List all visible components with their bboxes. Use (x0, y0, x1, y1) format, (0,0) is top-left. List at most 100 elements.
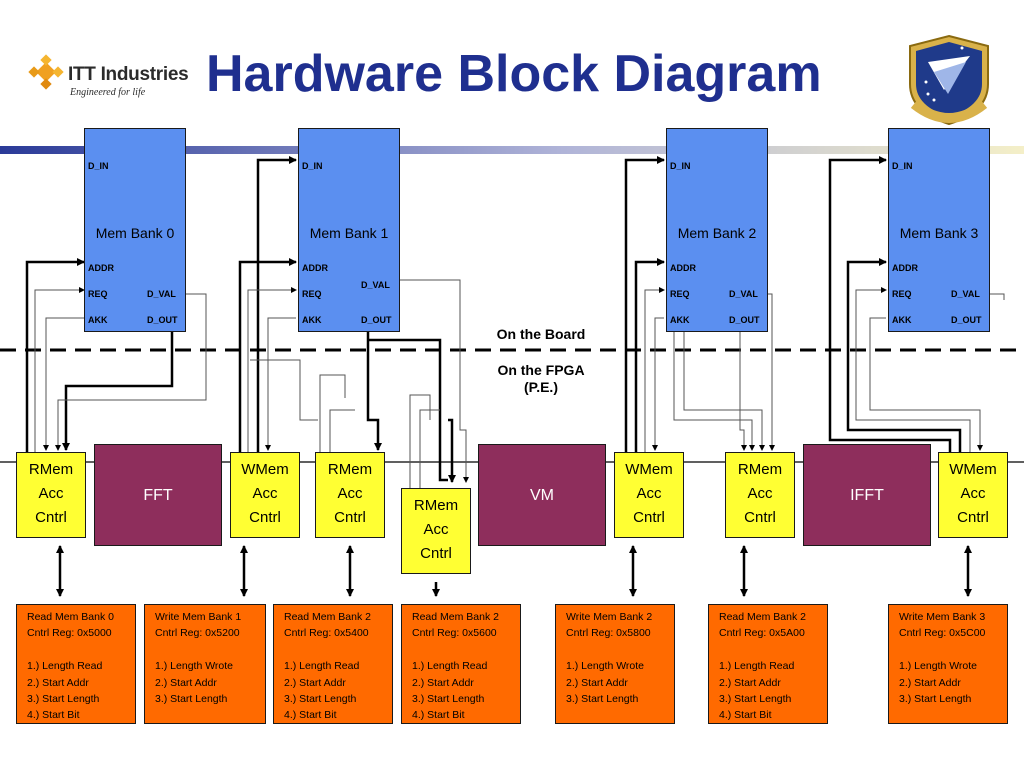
reg-item: 4.) Start Bit (719, 709, 772, 722)
mem-bank-akk-label: AKK (670, 315, 690, 325)
reg-item: 1.) Length Read (284, 660, 360, 673)
control-register-5: Read Mem Bank 2 Cntrl Reg: 0x5A00 1.) Le… (708, 604, 828, 724)
mem-bank-akk-label: AKK (88, 315, 108, 325)
mem-bank-req-label: REQ (302, 289, 322, 299)
on-fpga-label-line1: On the FPGA (497, 362, 585, 378)
mem-bank-addr-label: ADDR (88, 263, 114, 273)
bank1-dval-wire (400, 279, 469, 483)
ctrl-line3: Cntrl (334, 509, 366, 526)
mem-bank-din-label: D_IN (892, 161, 913, 171)
reg-title: Write Mem Bank 3 (899, 611, 986, 623)
bank2-din-wire (624, 156, 665, 452)
reg-item: 2.) Start Addr (719, 676, 781, 689)
bank3-addr-wire (846, 258, 962, 452)
bank1-ctrl3-addr-wire (409, 394, 431, 488)
mem-bank-req-label: REQ (670, 289, 690, 299)
reg-address: Cntrl Reg: 0x5A00 (719, 627, 805, 640)
mem-bank-name: Mem Bank 1 (309, 225, 389, 241)
bank1-ctrl3-req-wire (419, 409, 440, 488)
control-register-2: Read Mem Bank 2 Cntrl Reg: 0x5400 1.) Le… (273, 604, 393, 724)
ctrl-line3: Cntrl (249, 509, 281, 526)
reg-item: 4.) Start Bit (27, 709, 80, 722)
ifft-block: IFFT (803, 444, 931, 546)
bank0-req-wire (34, 287, 85, 452)
bank1-req-wire (247, 287, 297, 452)
reg-item: 2.) Start Addr (899, 676, 961, 689)
reg-address: Cntrl Reg: 0x5600 (412, 627, 497, 640)
reg-item: 2.) Start Addr (155, 676, 217, 689)
control-register-6: Write Mem Bank 3 Cntrl Reg: 0x5C00 1.) L… (888, 604, 1008, 724)
ctrl-line2: Acc (423, 521, 449, 538)
ctrl-line1: RMem (327, 461, 373, 478)
bank1-misc-wire (250, 359, 318, 421)
on-fpga-label: On the FPGA (P.E.) (476, 362, 606, 396)
page-title: Hardware Block Diagram (206, 45, 822, 103)
rmem-acc-cntrl-2: RMem Acc Cntrl (315, 452, 385, 538)
mem-bank-akk-label: AKK (892, 315, 912, 325)
ctrl-line1: WMem (949, 461, 997, 478)
title-rule (0, 146, 1024, 154)
bank3-din-wire (828, 156, 952, 452)
ctrl-line3: Cntrl (633, 509, 665, 526)
bank3-akk-wire (869, 317, 983, 451)
rmem-acc-cntrl-5: RMem Acc Cntrl (725, 452, 795, 538)
mem-bank-addr-label: ADDR (670, 263, 696, 273)
rmem-acc-cntrl-0: RMem Acc Cntrl (16, 452, 86, 538)
mem-bank-akk-label: AKK (302, 315, 322, 325)
reg-address: Cntrl Reg: 0x5C00 (899, 627, 986, 640)
ctrl-line1: RMem (28, 461, 74, 478)
mem-bank-dval-label: D_VAL (729, 289, 758, 299)
bank1-dout-wire-a (366, 332, 382, 451)
reg-item: 3.) Start Length (719, 693, 792, 706)
control-register-3: Read Mem Bank 2 Cntrl Reg: 0x5600 1.) Le… (401, 604, 521, 724)
reg-title: Read Mem Bank 2 (284, 611, 371, 623)
reg-item: 3.) Start Length (155, 693, 228, 706)
bank2-akk-wire (652, 317, 664, 451)
logo-company-name: ITT Industries (68, 64, 189, 85)
logo-tagline: Engineered for life (70, 87, 146, 98)
bank0-dout-wire (62, 332, 174, 451)
mem-bank-dval-label: D_VAL (951, 289, 980, 299)
mem-bank-din-label: D_IN (88, 161, 109, 171)
mem-bank-req-label: REQ (892, 289, 912, 299)
reg-item: 1.) Length Read (27, 660, 103, 673)
reg-address: Cntrl Reg: 0x5800 (566, 627, 651, 640)
mem-bank-dout-label: D_OUT (147, 315, 178, 325)
mem-bank-name: Mem Bank 3 (899, 225, 979, 241)
mem-bank-din-label: D_IN (670, 161, 691, 171)
bank0-addr-wire (25, 258, 85, 452)
ctrl-line3: Cntrl (957, 509, 989, 526)
ctrl-line1: RMem (413, 497, 459, 514)
reg-title: Write Mem Bank 2 (566, 611, 653, 623)
mem-bank-dval-label: D_VAL (361, 280, 390, 290)
wmem-acc-cntrl-1: WMem Acc Cntrl (230, 452, 300, 538)
ctrl-line3: Cntrl (744, 509, 776, 526)
bank1-ctrl2-req-wire (329, 409, 355, 452)
reg-item: 1.) Length Wrote (155, 660, 234, 673)
bank3-req-wire (855, 287, 971, 452)
mem-bank-name: Mem Bank 0 (95, 225, 175, 241)
bank0-dval-wire (55, 293, 207, 451)
ctrl-line2: Acc (252, 485, 278, 502)
mem-bank-dout-label: D_OUT (729, 315, 760, 325)
ctrl-line2: Acc (747, 485, 773, 502)
rmem-acc-cntrl-3: RMem Acc Cntrl (401, 488, 471, 574)
bank2-dout-wire (739, 332, 747, 451)
mem-bank-2: D_IN Mem Bank 2 ADDR REQ D_VAL AKK D_OUT (666, 128, 768, 332)
mem-bank-dout-label: D_OUT (361, 315, 392, 325)
reg-title: Read Mem Bank 2 (412, 611, 499, 623)
ctrl-line1: RMem (737, 461, 783, 478)
mem-bank-0: D_IN Mem Bank 0 ADDR REQ D_VAL AKK D_OUT (84, 128, 186, 332)
bank1-ctrl2-addr-wire (319, 374, 346, 452)
reg-item: 1.) Length Read (719, 660, 795, 673)
bank1-din-wire (256, 156, 297, 452)
bank2-addr-wire (634, 258, 665, 452)
bank1-akk-wire (265, 317, 296, 451)
reg-title: Read Mem Bank 2 (719, 611, 806, 623)
ctrl-line2: Acc (636, 485, 662, 502)
bank3-dval-wire (990, 293, 1005, 300)
mem-bank-1: D_IN Mem Bank 1 ADDR REQ D_VAL AKK D_OUT (298, 128, 400, 332)
mem-bank-name: Mem Bank 2 (677, 225, 757, 241)
wmem-acc-cntrl-4: WMem Acc Cntrl (614, 452, 684, 538)
control-register-1: Write Mem Bank 1 Cntrl Reg: 0x5200 1.) L… (144, 604, 266, 724)
